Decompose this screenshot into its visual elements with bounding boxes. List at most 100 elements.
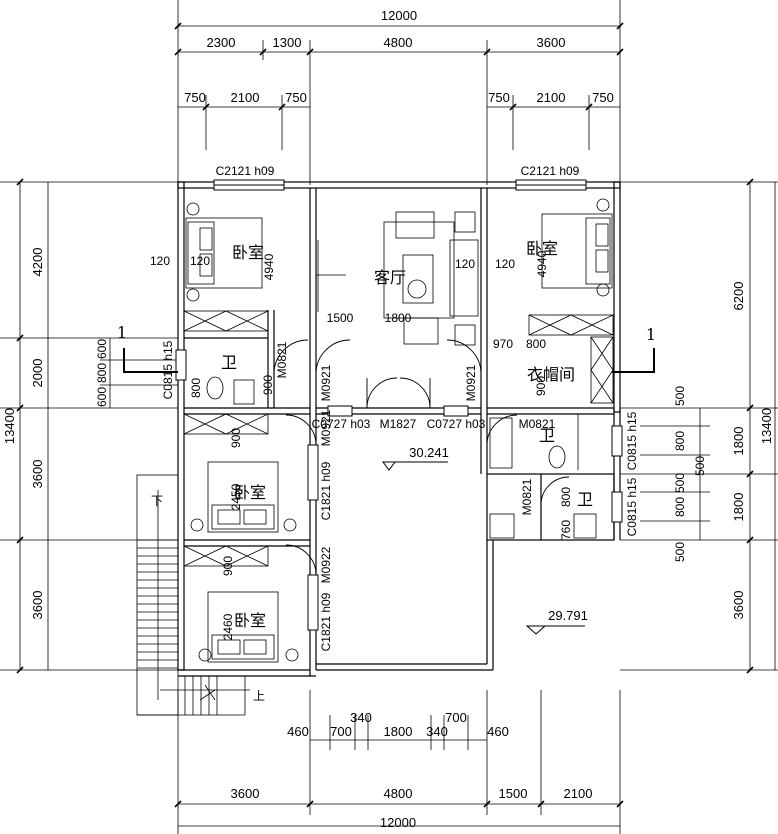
- door-swings: [273, 339, 570, 576]
- dim-left-small: 800: [95, 363, 109, 383]
- dim-top: 1300: [273, 35, 302, 50]
- dim-left-small: 600: [95, 387, 109, 407]
- beds: [185, 198, 613, 663]
- dim-right-small: 500: [673, 542, 687, 562]
- dim-top: 2100: [537, 90, 566, 105]
- window-label: C0815 h15: [625, 411, 639, 470]
- interior-dim: 900: [221, 556, 235, 576]
- window-label: C0727 h03: [427, 417, 486, 431]
- dim-bottom-total: 12000: [380, 815, 416, 830]
- dim-top-total: 12000: [381, 8, 417, 23]
- stairs: [136, 474, 250, 716]
- interior-dim: 120: [455, 257, 475, 271]
- elevation-label: 29.791: [548, 608, 588, 623]
- dim-top: 750: [488, 90, 510, 105]
- wardrobes: [183, 310, 614, 567]
- window-label: C2121 h09: [521, 164, 580, 178]
- door-label: M0821: [275, 341, 289, 378]
- room-label: 卫: [221, 353, 237, 372]
- door-label: M0821: [520, 478, 534, 515]
- window-label: C1821 h09: [319, 592, 333, 651]
- dim-left: 3600: [30, 591, 45, 620]
- window-label: C0727 h03: [312, 417, 371, 431]
- dim-bottom: 460: [287, 724, 309, 739]
- interior-dim: 2460: [221, 613, 235, 640]
- dim-right-small: 800: [673, 431, 687, 451]
- window-marks: [175, 179, 623, 631]
- section-labels: 1 1 下 上: [117, 323, 656, 703]
- dim-left: 2000: [30, 359, 45, 388]
- room-label: 卧室: [234, 611, 266, 630]
- dimension-labels: 12000 2300 1300 4800 3600 750 2100 750 7…: [2, 8, 774, 830]
- dim-right: 1800: [731, 427, 746, 456]
- dim-right: 3600: [731, 591, 746, 620]
- dim-right: 1800: [731, 493, 746, 522]
- dim-top: 750: [592, 90, 614, 105]
- stair-down-label: 下: [151, 494, 163, 508]
- window-label: C1821 h09: [319, 461, 333, 520]
- stair-up-label: 上: [253, 689, 265, 703]
- dimension-ticks: [16, 22, 754, 808]
- interior-dim: 970: [493, 337, 513, 351]
- interior-dim: 4940: [535, 250, 549, 277]
- door-labels: M0821 M0921 M0921 M0921 M1827 M0821 M082…: [275, 341, 556, 583]
- room-labels: 卧室 客厅 卧室 卫 衣帽间 卫 卫 卧室 卧室: [221, 239, 593, 630]
- dim-bottom: 1800: [384, 724, 413, 739]
- interior-dim: 800: [559, 487, 573, 507]
- room-label: 卫: [577, 490, 593, 509]
- dim-left-small: 600: [95, 339, 109, 359]
- dim-top: 2100: [231, 90, 260, 105]
- interior-dim: 800: [189, 378, 203, 398]
- room-label: 衣帽间: [527, 365, 575, 384]
- room-label: 卧室: [232, 243, 264, 262]
- dim-bottom: 4800: [384, 786, 413, 801]
- dim-top: 750: [285, 90, 307, 105]
- window-label: C0815 h15: [161, 340, 175, 399]
- elevation-labels: 30.241 29.791: [409, 445, 588, 623]
- door-label: M0922: [319, 546, 333, 583]
- dim-top: 3600: [537, 35, 566, 50]
- dim-right-small: 800: [673, 497, 687, 517]
- interior-dim: 760: [559, 520, 573, 540]
- dim-bottom: 700: [445, 710, 467, 725]
- interior-dim: 120: [150, 254, 170, 268]
- door-label: M0921: [319, 364, 333, 401]
- dim-bottom: 700: [330, 724, 352, 739]
- dim-left-total: 13400: [2, 408, 17, 444]
- living-furniture: [316, 211, 479, 346]
- dim-right: 6200: [731, 282, 746, 311]
- door-label: M0921: [319, 409, 333, 446]
- door-label: M0821: [519, 417, 556, 431]
- dim-right-total: 13400: [759, 408, 774, 444]
- interior-dim: 4940: [262, 253, 276, 280]
- symbols: [123, 348, 655, 635]
- interior-dim: 120: [190, 254, 210, 268]
- dim-bottom: 340: [426, 724, 448, 739]
- interior-dim: 900: [534, 376, 548, 396]
- room-label: 卧室: [234, 483, 266, 502]
- window-label: C2121 h09: [216, 164, 275, 178]
- interior-dim: 900: [229, 428, 243, 448]
- interior-dim: 2450: [229, 483, 243, 510]
- room-label: 卧室: [526, 239, 558, 258]
- room-label: 卫: [539, 426, 555, 445]
- dim-bottom: 340: [350, 710, 372, 725]
- dim-top: 2300: [207, 35, 236, 50]
- room-label: 客厅: [374, 268, 406, 287]
- interior-dim: 800: [526, 337, 546, 351]
- dim-right-small: 500: [673, 473, 687, 493]
- dim-top: 750: [184, 90, 206, 105]
- dim-right-small: 500: [673, 386, 687, 406]
- window-label: C0815 h15: [625, 477, 639, 536]
- dim-bottom: 3600: [231, 786, 260, 801]
- interior-dimensions: 4940 4940 120 120 120 120 1500 1800 970 …: [150, 250, 573, 640]
- interior-dim: 120: [495, 257, 515, 271]
- dim-left: 4200: [30, 248, 45, 277]
- dim-bottom: 460: [487, 724, 509, 739]
- window-labels: C2121 h09 C2121 h09 C0815 h15 C0815 h15 …: [161, 164, 639, 651]
- dim-right-small: 500: [693, 456, 707, 476]
- interior-dim: 900: [261, 375, 275, 395]
- door-label: M1827: [380, 417, 417, 431]
